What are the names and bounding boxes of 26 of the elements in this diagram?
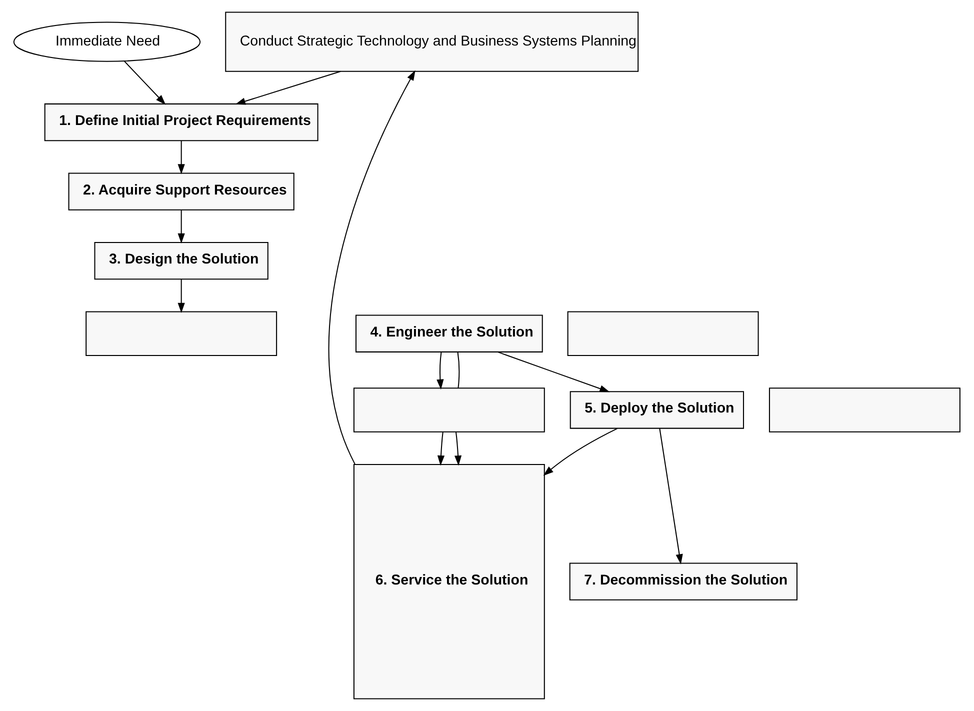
node-box [768,388,960,432]
arrow [235,70,341,105]
node-box [86,311,278,356]
node-box: 1. Define Initial Project Requirements [44,103,318,142]
node-box: 4. Engineer the Solution [355,314,543,352]
arrow [437,432,445,466]
arrow [124,60,166,105]
node-box [567,311,759,356]
arrow [497,351,610,392]
node-ellipse: Immediate Need [13,22,201,62]
connector [457,352,460,388]
arrow [178,140,185,174]
node-box: Conduct Strategic Technology and Business Systems Planning [225,12,639,72]
node-box: 3. Design the Solution [94,242,268,280]
node-box [353,388,545,432]
node-box: 6. Service the Solution [353,464,545,700]
arrow [178,210,185,244]
arrow [328,70,416,464]
node-box: 5. Deploy the Solution [570,391,744,429]
arrow [543,428,618,476]
arrow [454,432,462,466]
arrow [659,428,683,564]
node-box: 7. Decommission the Solution [569,562,798,600]
node-box: 2. Acquire Support Resources [68,172,294,210]
arrow [178,279,185,314]
arrow [436,352,444,390]
